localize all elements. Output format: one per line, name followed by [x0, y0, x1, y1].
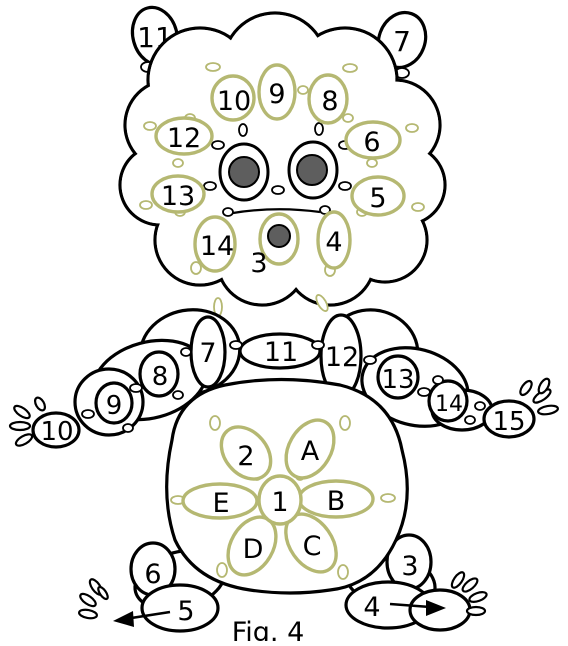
- arm-ring-13: 13: [378, 356, 418, 398]
- svg-text:9: 9: [268, 79, 285, 110]
- nose-label: 3: [250, 248, 267, 279]
- head-ring-9: 9: [259, 65, 295, 119]
- svg-text:13: 13: [381, 365, 414, 395]
- head-ring-5: 5: [352, 177, 404, 215]
- svg-text:A: A: [301, 436, 320, 467]
- belly: 2 A E B D C 1: [167, 380, 408, 594]
- head-ring-8: 8: [309, 75, 347, 123]
- arm-ring-11: 11: [240, 334, 320, 368]
- svg-text:11: 11: [264, 337, 298, 368]
- svg-text:B: B: [327, 486, 346, 517]
- svg-text:13: 13: [161, 181, 195, 212]
- head-ring-12: 12: [156, 118, 212, 154]
- arm-ring-7: 7: [191, 317, 225, 387]
- left-foot-toes: [78, 577, 109, 619]
- svg-text:5: 5: [177, 596, 194, 627]
- arm-ring-9: 9: [96, 383, 132, 423]
- foot-ring-4: 4: [346, 582, 470, 630]
- head-ring-10: 10: [212, 76, 254, 120]
- svg-text:10: 10: [217, 86, 251, 117]
- svg-text:8: 8: [321, 86, 338, 117]
- ear-label-right: 7: [393, 25, 411, 58]
- svg-text:14: 14: [435, 392, 463, 417]
- svg-text:2: 2: [237, 441, 254, 472]
- svg-text:9: 9: [106, 391, 123, 421]
- petal-E: E: [183, 484, 257, 519]
- head-ring-13: 13: [152, 176, 204, 212]
- head-ring-14: 14: [195, 217, 235, 271]
- svg-text:D: D: [243, 534, 264, 565]
- svg-text:1: 1: [271, 487, 288, 518]
- arm-ring-10: 10: [33, 413, 79, 447]
- svg-text:8: 8: [152, 362, 169, 392]
- svg-text:4: 4: [325, 227, 342, 258]
- head-ring-4: 4: [318, 212, 350, 268]
- head-ring-6: 6: [346, 122, 400, 158]
- left-eye: [220, 144, 268, 200]
- svg-text:C: C: [303, 531, 322, 562]
- svg-text:10: 10: [40, 417, 73, 447]
- svg-text:6: 6: [144, 559, 161, 590]
- svg-text:12: 12: [325, 342, 359, 373]
- petal-B: B: [299, 481, 373, 517]
- figure-caption: Fig. 4: [232, 617, 305, 641]
- arm-ring-8: 8: [140, 352, 178, 396]
- svg-text:3: 3: [401, 551, 418, 582]
- svg-text:7: 7: [199, 338, 216, 369]
- svg-text:12: 12: [167, 123, 201, 154]
- arm-ring-15: 15: [484, 401, 534, 437]
- foot-ring-5: 5: [113, 585, 218, 631]
- svg-text:6: 6: [363, 127, 380, 158]
- svg-text:4: 4: [363, 592, 380, 623]
- svg-text:14: 14: [200, 231, 234, 262]
- arm-ring-14: 14: [429, 381, 467, 421]
- center-ring-1: 1: [259, 476, 301, 524]
- svg-text:15: 15: [492, 407, 525, 437]
- svg-text:E: E: [212, 488, 229, 519]
- svg-text:5: 5: [369, 183, 386, 214]
- right-eye: [289, 142, 337, 198]
